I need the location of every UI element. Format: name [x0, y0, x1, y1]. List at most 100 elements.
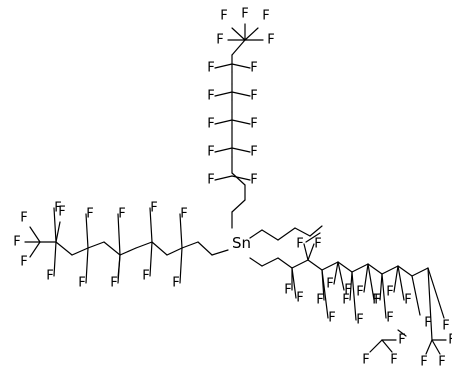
c-f-bond	[349, 271, 353, 301]
c-f-bond	[231, 175, 251, 181]
c-f-bond	[85, 213, 89, 249]
c-f-bond	[231, 147, 251, 153]
allyl-bond	[294, 227, 311, 237]
right-chain-bond	[291, 259, 309, 269]
fluorine-atom-label: F	[442, 319, 449, 334]
right-chain-bond	[367, 263, 383, 275]
c-f-bond	[55, 221, 61, 243]
fluorine-atom-label: F	[250, 173, 257, 188]
fluorine-atom-label: F	[58, 205, 65, 220]
fluorine-atom-label: F	[328, 311, 335, 326]
fluorine-atom-label: F	[386, 285, 393, 300]
c-f-bond	[85, 247, 89, 284]
fluorine-atom-label: F	[296, 291, 303, 306]
left-chain-bond	[103, 241, 121, 256]
fluorine-atom-label: F	[20, 255, 27, 270]
c-f-bond	[214, 119, 233, 125]
allyl-double-bond	[305, 232, 321, 243]
c-f-bond	[411, 275, 421, 316]
right-chain-bond	[351, 263, 369, 273]
c-f-bond	[179, 213, 183, 249]
c-f-bond	[231, 27, 246, 41]
fluorine-atom-label: F	[356, 285, 363, 300]
c-f-bond	[29, 241, 41, 258]
fluorine-atom-label: F	[207, 173, 214, 188]
allyl-bond	[309, 225, 323, 237]
fluorine-atom-label: F	[296, 237, 303, 252]
fluorine-atom-label: F	[267, 33, 274, 48]
c-f-bond	[149, 207, 153, 243]
left-chain-bond	[135, 241, 153, 249]
fluorine-atom-label: F	[250, 89, 257, 104]
allyl-bond	[277, 227, 296, 241]
right-chain-bond	[427, 267, 433, 341]
fluorine-atom-label: F	[216, 33, 223, 48]
c-f-bond	[337, 261, 345, 291]
fluorine-atom-label: F	[362, 353, 369, 368]
c-f-bond	[427, 267, 445, 319]
left-chain-bond	[166, 247, 183, 256]
fluorine-atom-label: F	[241, 7, 248, 22]
allyl-bond	[249, 229, 263, 239]
c-f-bond	[351, 271, 357, 321]
right-chain-bond	[249, 257, 263, 267]
fluorine-atom-label: F	[86, 207, 93, 222]
fluorine-atom-label: F	[13, 235, 20, 250]
right-chain-bond	[277, 257, 293, 269]
fluorine-atom-label: F	[420, 355, 427, 370]
c-f-bond	[303, 243, 309, 261]
fluorine-atom-label: F	[314, 237, 321, 252]
fluorine-atom-label: F	[386, 311, 393, 326]
c-f-bond	[393, 265, 399, 293]
c-f-bond	[321, 269, 329, 319]
right-chain-bond	[321, 261, 339, 271]
fluorine-atom-label: F	[284, 283, 291, 298]
c-f-bond	[231, 63, 251, 69]
c-f-bond	[381, 339, 393, 353]
left-chain-bond	[71, 247, 89, 256]
c-f-bond	[214, 175, 233, 181]
c-f-bond	[53, 241, 57, 277]
c-f-bond	[117, 213, 121, 256]
fluorine-atom-label: F	[250, 145, 257, 160]
right-chain-bond	[397, 265, 413, 277]
fluorine-atom-label: F	[342, 293, 349, 308]
fluorine-atom-label: F	[172, 276, 179, 291]
fluorine-atom-label: F	[250, 117, 257, 132]
fluorine-atom-label: F	[54, 201, 61, 216]
c-f-bond	[333, 261, 339, 285]
fluorine-atom-label: F	[390, 353, 397, 368]
c-f-bond	[431, 339, 441, 355]
right-chain-bond	[261, 257, 279, 267]
right-chain-bond	[307, 259, 323, 271]
left-chain-bond	[87, 241, 105, 249]
left-chain-bond	[197, 241, 213, 256]
fluorine-atom-label: F	[374, 293, 381, 308]
c-f-bond	[397, 329, 407, 337]
right-chain-bond	[381, 265, 399, 275]
fluorine-atom-label: F	[220, 9, 227, 24]
c-f-bond	[214, 91, 233, 97]
left-chain-bond	[55, 241, 73, 256]
fluorine-atom-label: F	[207, 117, 214, 132]
tin-atom-label: Sn	[232, 234, 251, 252]
c-f-bond	[307, 243, 315, 261]
fluorine-atom-label: F	[142, 269, 149, 284]
fluorine-atom-label: F	[207, 89, 214, 104]
c-f-bond	[369, 339, 383, 353]
fluorine-atom-label: F	[372, 293, 379, 308]
right-chain-bond	[411, 267, 429, 277]
fluorine-atom-label: F	[448, 333, 452, 348]
fluorine-atom-label: F	[356, 313, 363, 328]
c-f-bond	[231, 119, 251, 125]
c-f-bond	[397, 265, 405, 301]
c-f-bond	[214, 63, 233, 69]
c-f-bond	[425, 339, 433, 355]
fluorine-atom-label: F	[150, 201, 157, 216]
fluorine-atom-label: F	[250, 61, 257, 76]
left-chain-bond	[151, 241, 168, 256]
bonds	[24, 23, 447, 355]
fluorine-atom-label: F	[110, 276, 117, 291]
